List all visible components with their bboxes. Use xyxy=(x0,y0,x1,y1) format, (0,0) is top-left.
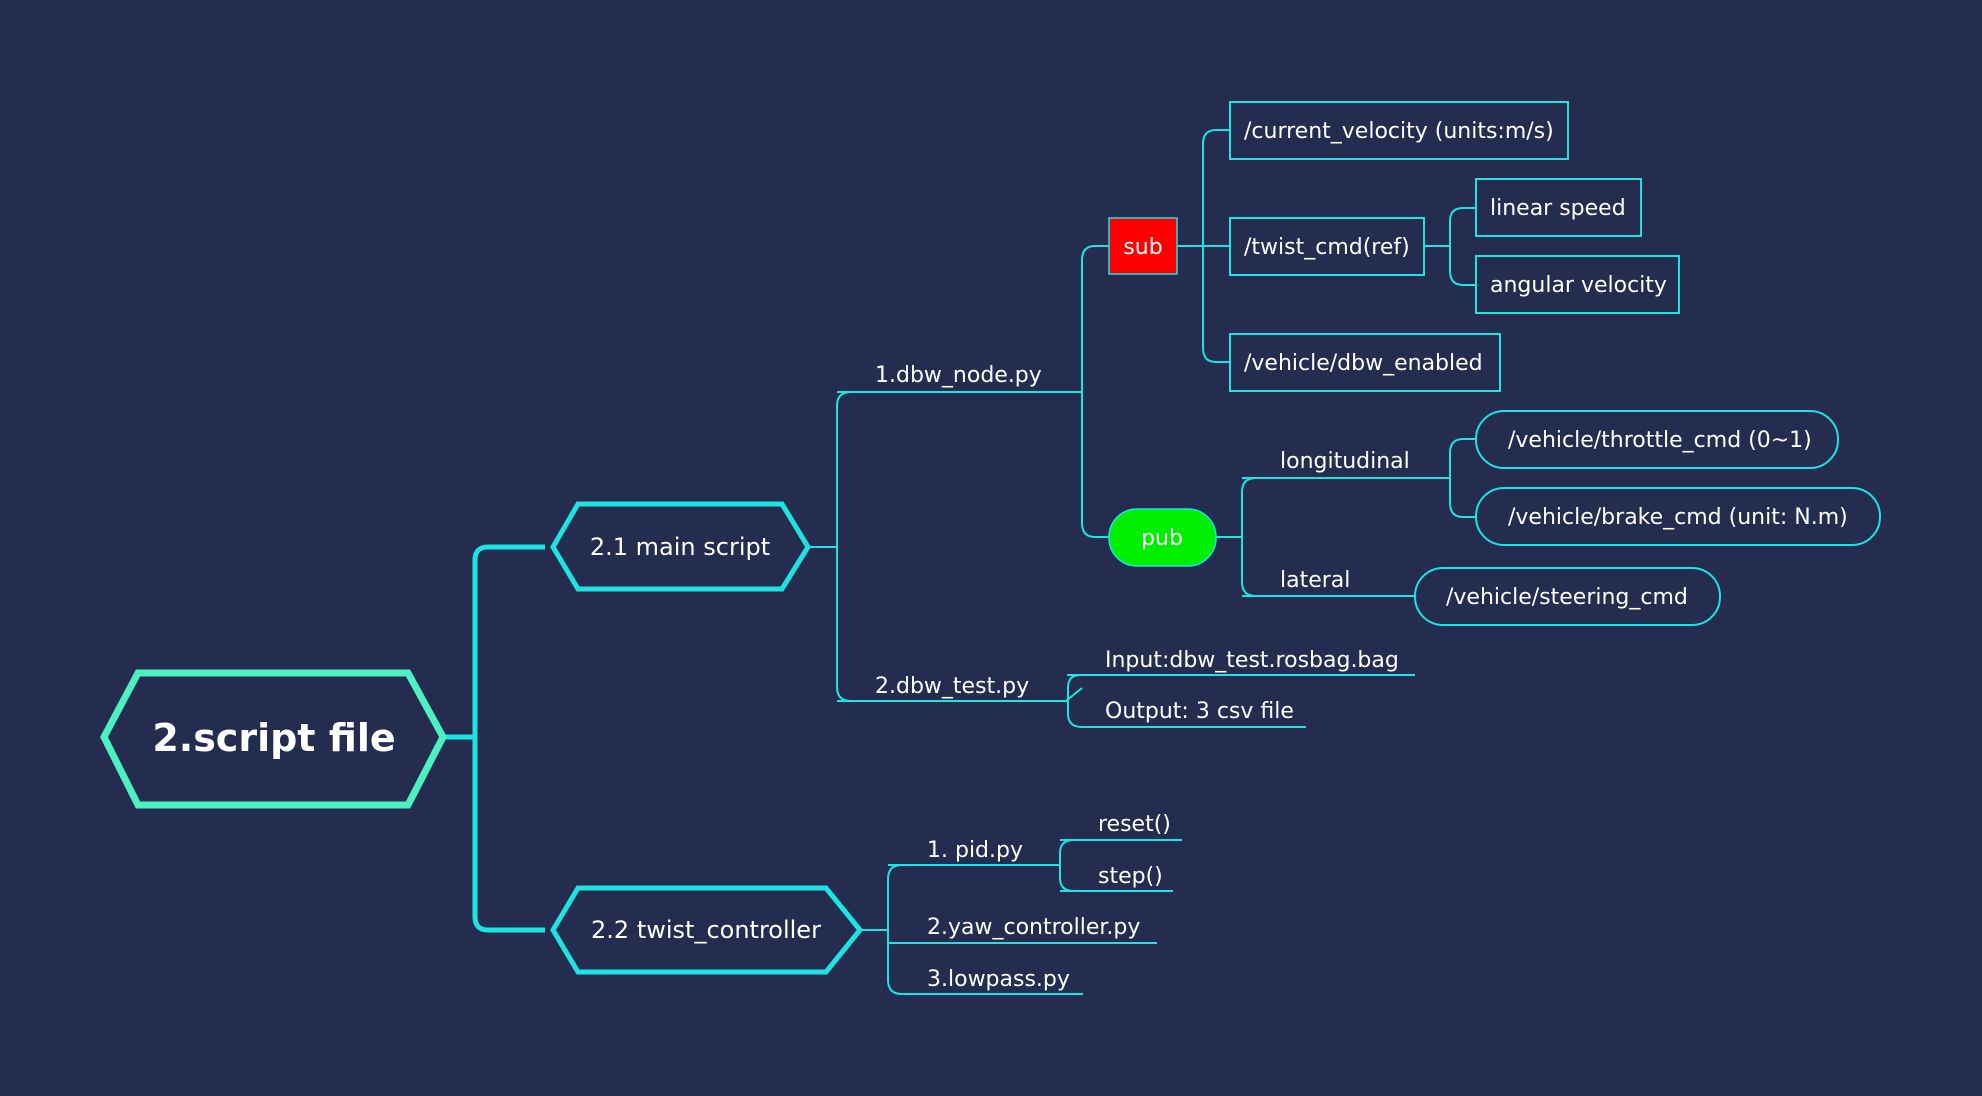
connector-longitudinal-children xyxy=(1449,438,1476,518)
pub-label: pub xyxy=(1141,526,1183,551)
main-script-label: 2.1 main script xyxy=(590,533,770,561)
item-underlines xyxy=(837,391,1450,892)
topic-dbw-enabled[interactable]: /vehicle/dbw_enabled xyxy=(1229,333,1501,392)
connector-root-branches xyxy=(472,544,545,933)
topic-angular-velocity[interactable]: angular velocity xyxy=(1475,255,1680,314)
dbw-node-item[interactable]: 1.dbw_node.py xyxy=(875,363,1042,388)
yaw-controller-item[interactable]: 2.yaw_controller.py xyxy=(927,915,1140,940)
root-label: 2.script file xyxy=(152,716,395,760)
brake-cmd-label: /vehicle/brake_cmd (unit: N.m) xyxy=(1508,505,1848,530)
steering-cmd-label: /vehicle/steering_cmd xyxy=(1446,585,1688,610)
yaw-controller-label: 2.yaw_controller.py xyxy=(927,915,1140,940)
pub-node[interactable]: pub xyxy=(1108,508,1217,567)
topic-twist-cmd[interactable]: /twist_cmd(ref) xyxy=(1229,217,1425,276)
main-script-hexagon xyxy=(550,501,811,592)
linear-speed-label: linear speed xyxy=(1490,196,1626,221)
reset-item[interactable]: reset() xyxy=(1098,812,1171,837)
current-velocity-label: /current_velocity (units:m/s) xyxy=(1244,119,1554,144)
twist-cmd-label: /twist_cmd(ref) xyxy=(1244,235,1410,260)
angular-velocity-label: angular velocity xyxy=(1490,273,1667,298)
dbw-test-output-label: Output: 3 csv file xyxy=(1105,699,1294,724)
root-hexagon xyxy=(100,669,447,809)
throttle-cmd-label: /vehicle/throttle_cmd (0~1) xyxy=(1508,428,1812,453)
dbw-test-input-label: Input:dbw_test.rosbag.bag xyxy=(1105,648,1399,673)
lateral-label: lateral xyxy=(1280,568,1350,593)
root-node[interactable]: 2.script file xyxy=(100,669,447,809)
topic-linear-speed[interactable]: linear speed xyxy=(1475,178,1642,237)
sub-box xyxy=(1108,217,1178,275)
reset-label: reset() xyxy=(1098,812,1171,837)
connector-twist-children xyxy=(1449,207,1476,286)
step-item[interactable]: step() xyxy=(1098,864,1163,889)
sub-label: sub xyxy=(1123,235,1162,260)
connector-sub-pub xyxy=(1081,245,1109,538)
dbw-node-label: 1.dbw_node.py xyxy=(875,363,1042,388)
dbw-test-output-item[interactable]: Output: 3 csv file xyxy=(1105,699,1294,724)
step-label: step() xyxy=(1098,864,1163,889)
dbw-test-label: 2.dbw_test.py xyxy=(875,674,1029,699)
topic-throttle-cmd[interactable]: /vehicle/throttle_cmd (0~1) xyxy=(1475,410,1839,469)
dbw-test-input-item[interactable]: Input:dbw_test.rosbag.bag xyxy=(1105,648,1399,673)
topic-current-velocity[interactable]: /current_velocity (units:m/s) xyxy=(1229,101,1569,160)
main-script-node[interactable]: 2.1 main script xyxy=(550,501,811,592)
lateral-item[interactable]: lateral xyxy=(1280,568,1350,593)
topic-brake-cmd[interactable]: /vehicle/brake_cmd (unit: N.m) xyxy=(1475,487,1881,546)
underline-input xyxy=(1065,687,1083,702)
longitudinal-item[interactable]: longitudinal xyxy=(1280,449,1410,474)
dbw-enabled-label: /vehicle/dbw_enabled xyxy=(1244,351,1483,376)
topic-steering-cmd[interactable]: /vehicle/steering_cmd xyxy=(1414,567,1721,626)
lowpass-label: 3.lowpass.py xyxy=(927,967,1070,992)
twist-controller-hexagon xyxy=(550,885,864,975)
pub-pill xyxy=(1108,508,1217,567)
dbw-test-item[interactable]: 2.dbw_test.py xyxy=(875,674,1029,699)
pid-label: 1. pid.py xyxy=(927,838,1023,863)
lowpass-item[interactable]: 3.lowpass.py xyxy=(927,967,1070,992)
connector-main-branches xyxy=(836,391,1082,702)
twist-controller-label: 2.2 twist_controller xyxy=(591,916,821,944)
longitudinal-label: longitudinal xyxy=(1280,449,1410,474)
twist-controller-node[interactable]: 2.2 twist_controller xyxy=(550,885,864,975)
pid-item[interactable]: 1. pid.py xyxy=(927,838,1023,863)
sub-node[interactable]: sub xyxy=(1108,217,1178,275)
